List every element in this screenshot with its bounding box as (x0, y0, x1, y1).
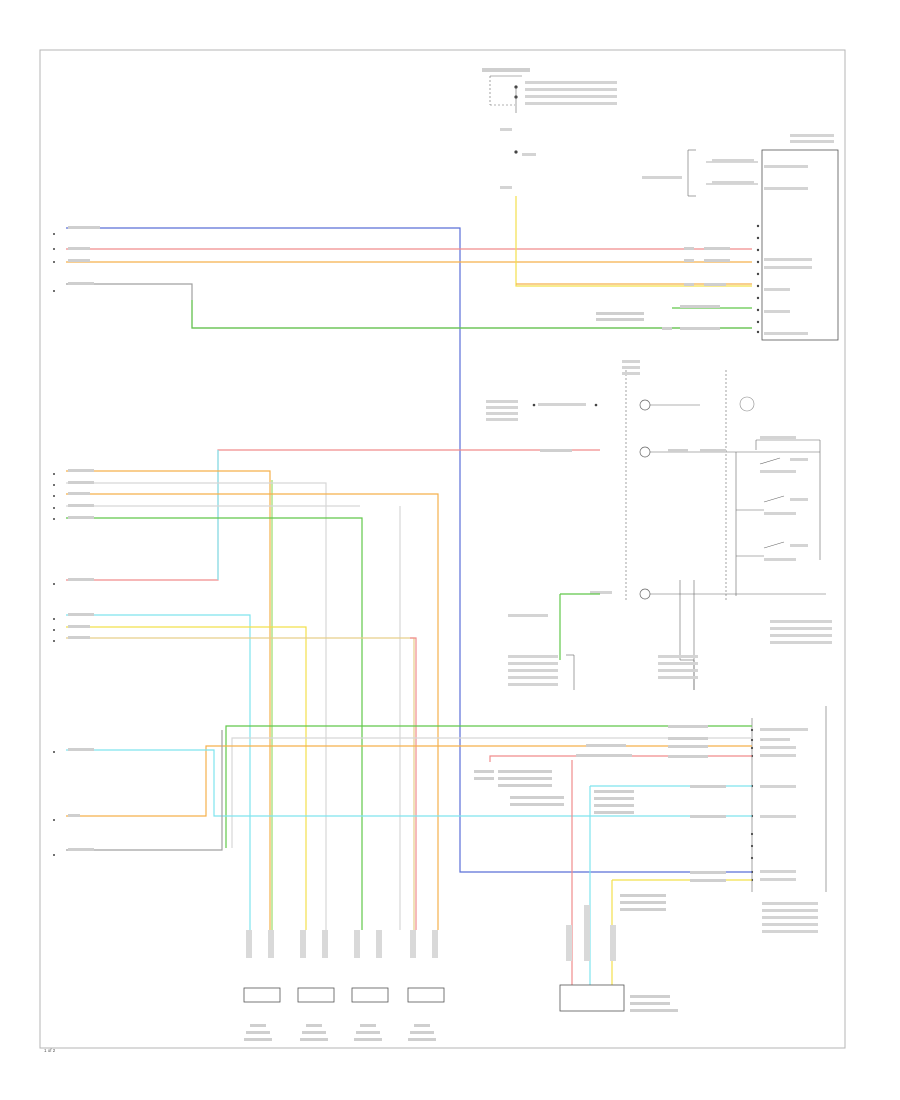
audio-control-switch (559, 905, 678, 1012)
wire-green-1 (191, 300, 752, 329)
junction-block (486, 360, 832, 690)
wire-yellow-feed (515, 196, 752, 287)
page-number: 1 of 2 (44, 1048, 56, 1053)
wire-orange-rr (66, 493, 439, 930)
wire-lightblue-lower (66, 749, 752, 817)
right-rear-speaker (407, 930, 445, 1041)
wire-gray-lower (66, 730, 223, 851)
wire-orange-lower (66, 745, 752, 817)
wire-red-lower (489, 755, 752, 762)
right-front-speaker (351, 930, 389, 1041)
wire-yellow-lr (66, 626, 307, 930)
fuse-block-hot-at-all-times (482, 68, 617, 189)
audio-unit-connector (761, 134, 839, 341)
module-pin-ticks (756, 224, 760, 334)
wire-gray-1 (66, 283, 752, 329)
left-rear-speaker (297, 930, 335, 1041)
left-front-speaker (243, 930, 281, 1041)
wire-orange-lf (66, 470, 271, 930)
radio-switch (642, 149, 758, 197)
wire-white-lower (231, 737, 752, 848)
wire-green-lower (225, 725, 752, 848)
wire-green-rf (66, 517, 363, 930)
pin-wire-labels (474, 247, 730, 911)
wire-green-ground (559, 593, 600, 660)
wire-blue-main (66, 227, 752, 873)
wire-lightblue-2 (66, 614, 251, 930)
diagram-frame (39, 49, 846, 1049)
wire-red-speaker (66, 449, 600, 581)
rear-audio-module (750, 706, 827, 933)
wire-red-rr (410, 637, 417, 930)
wire-white-lr (66, 482, 327, 930)
left-connector-labels (53, 226, 100, 856)
